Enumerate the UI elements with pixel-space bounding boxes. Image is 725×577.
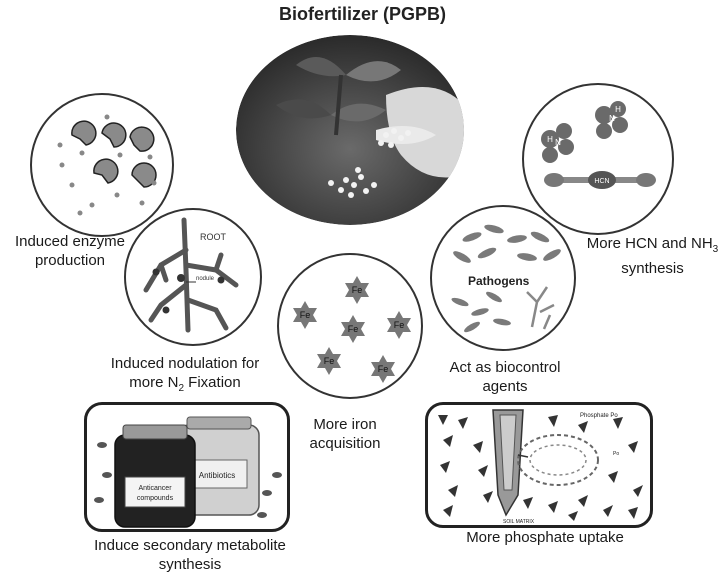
phosphate-panel: Phosphate Po Po SOIL MATRIX — [425, 402, 653, 528]
fe-label: Fe — [378, 364, 389, 374]
label-metabolite: Induce secondary metabolite synthesis — [80, 536, 300, 574]
iron-illustration: Fe Fe Fe Fe Fe Fe — [293, 276, 411, 383]
label-nodulation: Induced nodulation for more N2 Fixation — [95, 354, 275, 398]
anticancer-text-1: Anticancer — [138, 485, 172, 492]
label-phosphate-line1: More phosphate uptake — [466, 529, 624, 546]
hcn-pre: More HCN and NH — [586, 235, 713, 252]
label-nodulation-line1: Induced nodulation for — [110, 355, 260, 372]
label-iron-line1: More iron — [313, 416, 377, 433]
antibiotics-text: Antibiotics — [199, 471, 235, 480]
plant-hand-image — [236, 35, 464, 225]
fe-label: Fe — [300, 310, 311, 320]
nodulation-pre: more N — [129, 374, 179, 391]
label-iron-line2: acquisition — [309, 435, 381, 452]
label-hcn-line1: More HCN and NH3 — [580, 234, 725, 259]
label-metabolite-line1: Induce secondary metabolite — [94, 537, 286, 554]
soil-matrix-text: SOIL MATRIX — [503, 519, 535, 525]
plant-photo-circle — [236, 35, 464, 225]
fe-label: Fe — [394, 320, 405, 330]
label-nodulation-line2: more N2 Fixation — [95, 373, 275, 398]
hcn-illustration: N H N H HCN — [541, 101, 656, 189]
nh-h-text: H — [547, 135, 553, 144]
metabolite-panel: Antibiotics Anticancer compounds — [84, 402, 290, 532]
root-illustration: ROOT nodule — [143, 217, 239, 333]
nh-n-text: N — [609, 114, 615, 123]
hcn-circle: N H N H HCN — [522, 83, 674, 235]
label-enzyme-line1: Induced enzyme — [14, 233, 126, 250]
nodulation-post: Fixation — [184, 374, 241, 391]
label-hcn: More HCN and NH3 synthesis — [580, 234, 725, 278]
pathogens-circle: Pathogens — [430, 205, 576, 351]
nodulation-sub: 2 — [178, 383, 185, 394]
label-enzyme: Induced enzyme production — [0, 232, 140, 270]
label-metabolite-line2: synthesis — [158, 556, 222, 573]
enzyme-illustration — [57, 114, 157, 216]
page-title: Biofertilizer (PGPB) — [278, 4, 447, 24]
label-hcn-line2: synthesis — [621, 260, 684, 277]
fe-label: Fe — [348, 324, 359, 334]
fe-label: Fe — [352, 285, 363, 295]
label-iron: More iron acquisition — [290, 415, 400, 453]
phosphate-illustration: Phosphate Po Po SOIL MATRIX — [438, 409, 643, 525]
nh-n-text: N — [555, 138, 561, 147]
label-phosphate: More phosphate uptake — [440, 528, 650, 547]
nodule-text: nodule — [196, 276, 215, 282]
iron-circle: Fe Fe Fe Fe Fe Fe — [277, 253, 423, 399]
hcn-text: HCN — [594, 178, 609, 185]
label-enzyme-line2: production — [34, 252, 106, 269]
label-biocontrol-line2: agents — [482, 378, 528, 395]
root-circle: ROOT nodule — [124, 208, 262, 346]
label-biocontrol: Act as biocontrol agents — [440, 358, 570, 396]
hcn-sub: 3 — [712, 244, 719, 255]
phosphate-po-text: Phosphate Po — [580, 413, 618, 419]
fe-label: Fe — [324, 356, 335, 366]
metabolite-illustration: Antibiotics Anticancer compounds — [94, 416, 282, 528]
po-short-text: Po — [613, 451, 619, 457]
root-text: ROOT — [200, 232, 227, 242]
pathogens-illustration: Pathogens — [451, 224, 561, 333]
nh-h-text: H — [615, 105, 621, 114]
anticancer-text-2: compounds — [137, 495, 174, 502]
enzyme-circle — [30, 93, 174, 237]
pathogens-text: Pathogens — [468, 274, 530, 288]
label-biocontrol-line1: Act as biocontrol — [449, 359, 561, 376]
